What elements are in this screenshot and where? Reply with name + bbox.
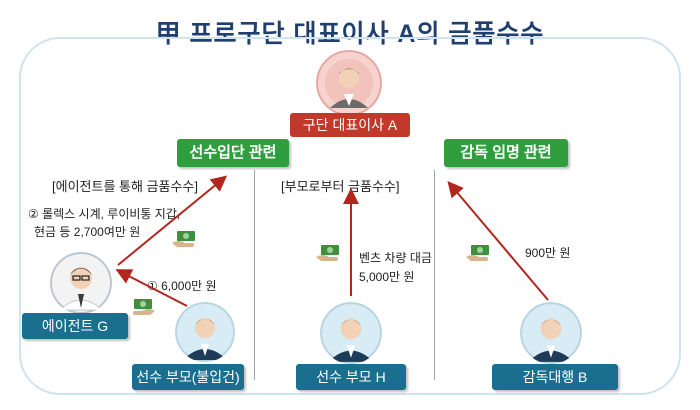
arrow-coach-to-ceo [447,180,549,301]
person-icon [316,50,382,116]
amount-agent-line1: ② 롤렉스 시계, 루이비통 지갑, [28,207,181,221]
section-heading-middle: [부모로부터 금품수수] [281,179,400,194]
person-icon [320,302,382,364]
parent-h-avatar [320,302,382,364]
amount-parent-to-agent: ① 6,000만 원 [147,279,217,293]
page-title: 甲 프로구단 대표이사 A의 금품수수 [155,20,545,48]
arrow-agent-to-ceo [117,175,228,266]
amount-h-line2: 5,000만 원 [359,270,415,284]
parent-left-avatar [175,302,235,362]
amount-h-line1: 벤츠 차량 대금 [359,251,432,265]
ceo-avatar [316,50,382,116]
diagram-frame [19,37,681,395]
person-icon [50,252,112,314]
person-icon [175,302,235,362]
section-heading-left: [에이전트를 통해 금품수수] [52,179,199,194]
amount-agent-line2: 현금 등 2,700여만 원 [34,225,141,239]
person-label-parent-left: 선수 부모(불입건) [132,364,244,390]
person-label-coach: 감독대행 B [492,364,618,390]
person-label-parent-h: 선수 부모 H [296,364,406,390]
agent-avatar [50,252,112,314]
money-hand-icon [171,229,197,249]
divider-left [254,170,255,380]
category-left: 선수입단 관련 [177,139,289,167]
ceo-label: 구단 대표이사 A [290,113,410,137]
arrow-parent-to-agent [115,269,188,307]
person-icon [520,302,582,364]
divider-right [434,170,435,380]
category-right: 감독 임명 관련 [444,139,568,167]
money-hand-icon [130,297,156,317]
person-label-agent: 에이전트 G [22,313,128,339]
money-hand-icon [315,243,341,263]
money-hand-icon [465,243,491,263]
amount-coach: 900만 원 [525,246,571,260]
coach-avatar [520,302,582,364]
